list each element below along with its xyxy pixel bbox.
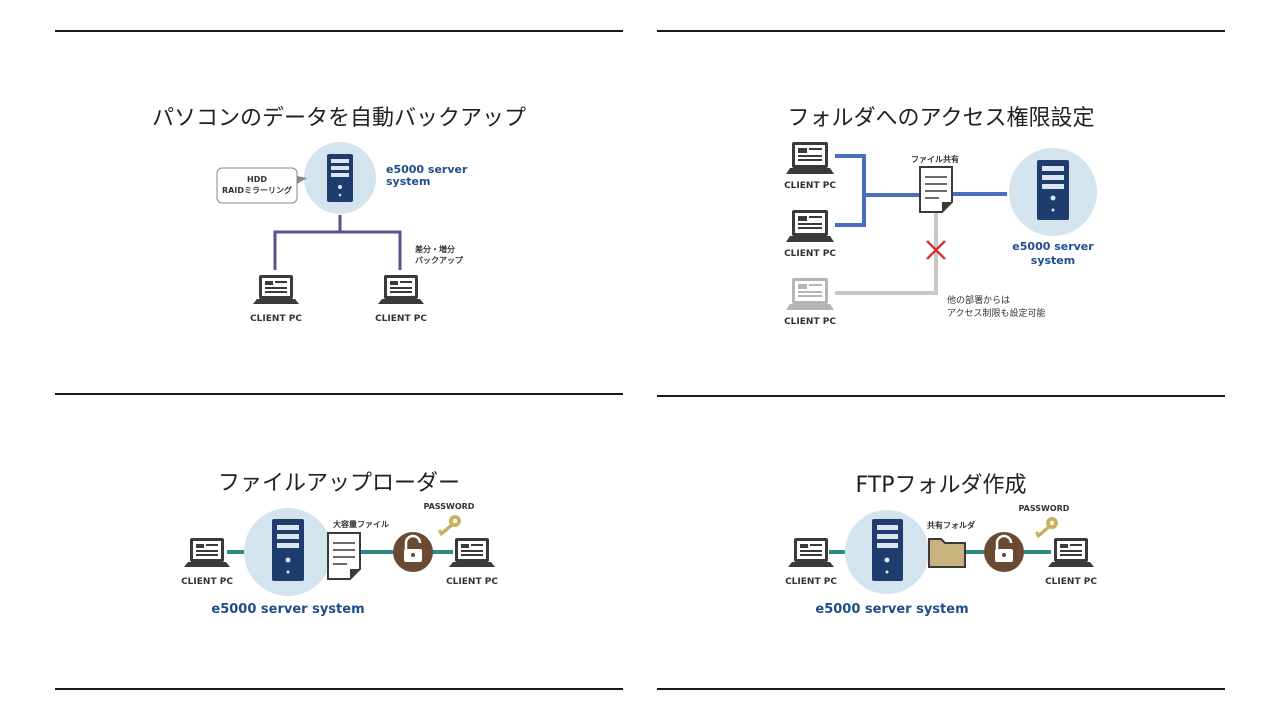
uploader-lock-icon xyxy=(393,532,433,572)
uploader-server-label: e5000 server system xyxy=(211,602,364,617)
ftp-client-label-1: CLIENT PC xyxy=(785,577,837,587)
access-client-pc-1 xyxy=(786,142,834,174)
ftp-shared-folder-icon xyxy=(928,538,966,568)
access-panel: フォルダへのアクセス権限設定 ファイル共有 xyxy=(657,40,1225,390)
ftp-lock-icon xyxy=(984,532,1024,572)
backup-raid-callout: HDD RAIDミラーリング xyxy=(216,167,307,204)
ftp-client-pc-2 xyxy=(1048,538,1094,567)
uploader-file-icon xyxy=(327,532,361,580)
ftp-password-label: PASSWORD xyxy=(1019,504,1070,513)
access-blue-lines xyxy=(835,154,1007,227)
access-gray-line xyxy=(835,212,938,295)
divider-top-left xyxy=(55,30,623,32)
backup-client-label-2: CLIENT PC xyxy=(375,314,427,324)
ftp-server-icon xyxy=(845,510,929,594)
access-share-label: ファイル共有 xyxy=(911,154,959,164)
uploader-client-pc-2 xyxy=(449,538,495,567)
backup-client-pc-2 xyxy=(378,275,424,304)
divider-top-right xyxy=(657,30,1225,32)
backup-server-icon xyxy=(304,142,376,214)
backup-callout-line2: RAIDミラーリング xyxy=(222,185,292,195)
access-server-label-line1: e5000 server xyxy=(1012,240,1094,253)
uploader-panel-title: ファイルアップローダー xyxy=(217,471,460,496)
ftp-server-label: e5000 server system xyxy=(815,602,968,617)
uploader-server-icon xyxy=(244,508,332,596)
divider-middle-left xyxy=(55,393,623,395)
access-note-line2: アクセス制限も設定可能 xyxy=(947,307,1046,319)
access-client-pc-3 xyxy=(786,278,834,310)
uploader-client-pc-1 xyxy=(184,538,230,567)
access-panel-title: フォルダへのアクセス権限設定 xyxy=(787,106,1095,131)
uploader-diagram: e5000 server system 大容量ファイル PASSWORD xyxy=(181,502,498,617)
access-diagram: ファイル共有 e5000 server system 他の部署からは アクセス制… xyxy=(784,142,1097,327)
uploader-password-label: PASSWORD xyxy=(424,502,475,511)
ftp-panel-title: FTPフォルダ作成 xyxy=(855,473,1027,498)
backup-line-note-line2: バックアップ xyxy=(415,255,464,265)
ftp-panel: FTPフォルダ作成 e5000 server system 共有フォルダ xyxy=(657,405,1225,685)
backup-client-pc-1 xyxy=(253,275,299,304)
backup-server-label-line1: e5000 server xyxy=(386,163,468,176)
backup-client-label-1: CLIENT PC xyxy=(250,314,302,324)
ftp-key-icon xyxy=(1034,517,1058,539)
backup-panel: パソコンのデータを自動バックアップ HDD RAIDミラーリング e5000 s… xyxy=(55,40,623,390)
uploader-client-label-2: CLIENT PC xyxy=(446,577,498,587)
ftp-diagram: e5000 server system 共有フォルダ PASSWORD xyxy=(785,504,1097,617)
uploader-panel: ファイルアップローダー e5000 server system xyxy=(55,405,623,685)
access-client-label-1: CLIENT PC xyxy=(784,181,836,191)
divider-bottom-right xyxy=(657,688,1225,690)
access-client-pc-2 xyxy=(786,210,834,242)
access-server-icon xyxy=(1009,148,1097,236)
backup-connector-lines xyxy=(273,215,402,270)
backup-panel-title: パソコンのデータを自動バックアップ xyxy=(151,106,526,131)
access-server-label-line2: system xyxy=(1031,254,1075,267)
uploader-key-icon xyxy=(437,515,461,537)
access-shared-file-icon xyxy=(919,166,953,213)
ftp-client-label-2: CLIENT PC xyxy=(1045,577,1097,587)
access-client-label-2: CLIENT PC xyxy=(784,249,836,259)
uploader-file-label: 大容量ファイル xyxy=(333,519,389,529)
access-client-label-3: CLIENT PC xyxy=(784,317,836,327)
backup-line-note-line1: 差分・増分 xyxy=(414,244,455,254)
backup-server-label-line2: system xyxy=(386,175,430,188)
divider-middle-right xyxy=(657,395,1225,397)
ftp-client-pc-1 xyxy=(788,538,834,567)
backup-callout-line1: HDD xyxy=(247,175,267,184)
backup-diagram: HDD RAIDミラーリング e5000 server system 差分・増分… xyxy=(216,142,468,324)
access-denied-cross-icon xyxy=(926,240,946,260)
ftp-folder-label: 共有フォルダ xyxy=(927,520,975,530)
divider-bottom-left xyxy=(55,688,623,690)
uploader-client-label-1: CLIENT PC xyxy=(181,577,233,587)
access-note-line1: 他の部署からは xyxy=(947,294,1010,306)
